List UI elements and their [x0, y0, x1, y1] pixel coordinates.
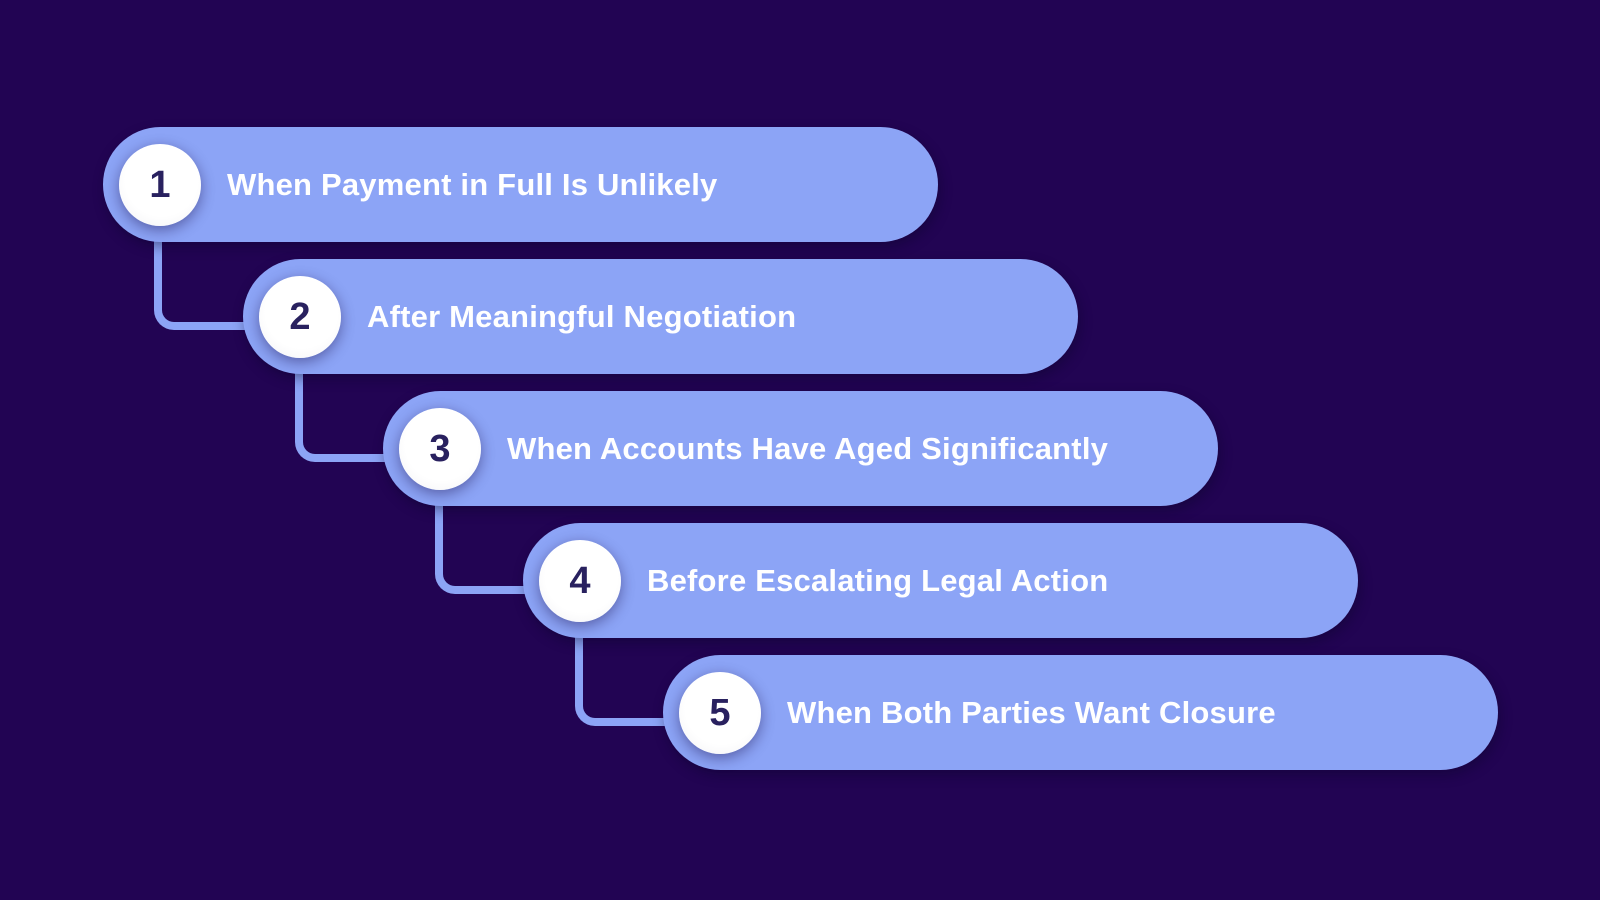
step-label-5: When Both Parties Want Closure	[787, 694, 1276, 730]
step-label-1: When Payment in Full Is Unlikely	[227, 166, 718, 202]
connector-line-4-5	[575, 632, 677, 726]
step-number-circle-2: 2	[259, 275, 341, 358]
step-number-4: 4	[569, 559, 591, 602]
step-bar-3: 3 When Accounts Have Aged Significantly	[383, 391, 1218, 506]
step-bar-1: 1 When Payment in Full Is Unlikely	[103, 127, 938, 242]
step-number-5: 5	[709, 691, 731, 734]
step-label-3: When Accounts Have Aged Significantly	[507, 430, 1109, 466]
step-label-4: Before Escalating Legal Action	[647, 562, 1109, 598]
step-number-1: 1	[149, 163, 171, 206]
step-label-2: After Meaningful Negotiation	[367, 298, 797, 334]
step-number-circle-5: 5	[679, 671, 761, 754]
step-bar-2: 2 After Meaningful Negotiation	[243, 259, 1078, 374]
step-bar-5: 5 When Both Parties Want Closure	[663, 655, 1498, 770]
connector-line-2-3	[295, 368, 397, 462]
step-number-3: 3	[429, 427, 451, 470]
step-bar-4: 4 Before Escalating Legal Action	[523, 523, 1358, 638]
step-number-circle-1: 1	[119, 143, 201, 226]
connector-line-3-4	[435, 500, 537, 594]
step-number-circle-4: 4	[539, 539, 621, 622]
connector-line-1-2	[154, 236, 257, 330]
step-number-2: 2	[289, 295, 311, 338]
step-number-circle-3: 3	[399, 407, 481, 490]
